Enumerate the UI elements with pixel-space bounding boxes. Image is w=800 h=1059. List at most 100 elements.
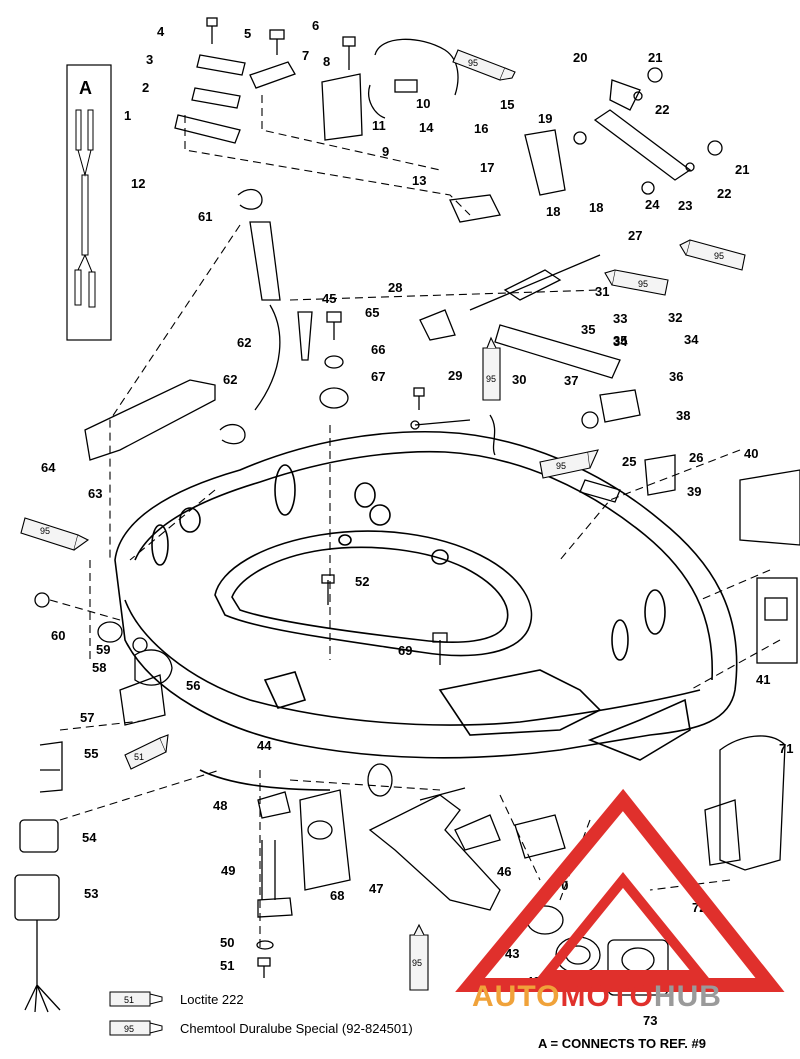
callout-69: 69 xyxy=(398,643,412,658)
assembly-lines xyxy=(49,95,781,950)
callout-71: 71 xyxy=(779,741,793,756)
callout-11: 11 xyxy=(372,118,386,133)
callout-62: 62 xyxy=(237,335,251,350)
tube-95: 95 xyxy=(679,239,746,271)
callout-61: 61 xyxy=(198,209,212,224)
callout-39: 39 xyxy=(687,484,701,499)
callout-18: 18 xyxy=(546,204,560,219)
callout-58: 58 xyxy=(92,660,106,675)
tube-code: 51 xyxy=(134,752,144,762)
callout-16: 16 xyxy=(474,121,488,136)
callout-33: 33 xyxy=(613,311,627,326)
callout-4: 4 xyxy=(157,24,165,39)
callout-50: 50 xyxy=(220,935,234,950)
callout-56: 56 xyxy=(186,678,200,693)
callout-22: 22 xyxy=(717,186,731,201)
watermark-part-3: HUB xyxy=(654,980,722,1013)
callout-32: 32 xyxy=(668,310,682,325)
legend-code: 95 xyxy=(124,1024,134,1034)
callout-24: 24 xyxy=(645,197,660,212)
tube-95: 95 xyxy=(482,336,501,401)
callout-29: 29 xyxy=(448,368,462,383)
legend-code: 51 xyxy=(124,995,134,1005)
callout-64: 64 xyxy=(41,460,56,475)
callout-52: 52 xyxy=(355,574,369,589)
callout-57: 57 xyxy=(80,710,94,725)
callout-21: 21 xyxy=(648,50,662,65)
watermark-text: AUTOMOTOHUB xyxy=(472,980,722,1013)
callout-45: 45 xyxy=(322,291,336,306)
callout-28: 28 xyxy=(388,280,402,295)
callout-34: 34 xyxy=(684,332,699,347)
callout-40: 40 xyxy=(744,446,758,461)
callout-51: 51 xyxy=(220,958,234,973)
callout-6: 6 xyxy=(312,18,319,33)
callout-73: 73 xyxy=(643,1013,657,1028)
callout-38: 38 xyxy=(676,408,690,423)
callout-37: 37 xyxy=(564,373,578,388)
callout-49: 49 xyxy=(221,863,235,878)
callout-5: 5 xyxy=(244,26,251,41)
lubricant-tubes: 95 95 95 95 95 95 95 51 xyxy=(20,49,746,991)
callout-31: 31 xyxy=(595,284,609,299)
callout-25: 25 xyxy=(622,454,636,469)
callout-35: 35 xyxy=(581,322,595,337)
callout-12: 12 xyxy=(131,176,145,191)
callout-23: 23 xyxy=(678,198,692,213)
tube-code: 95 xyxy=(556,461,566,471)
callout-27: 27 xyxy=(628,228,642,243)
callout-14: 14 xyxy=(419,120,434,135)
callout-48: 48 xyxy=(213,798,227,813)
legend-text: Chemtool Duralube Special (92-824501) xyxy=(180,1021,413,1036)
tube-code: 95 xyxy=(40,526,50,536)
callout-3: 3 xyxy=(146,52,153,67)
callout-59: 59 xyxy=(96,642,110,657)
tube-code: 95 xyxy=(468,58,478,68)
callout-60: 60 xyxy=(51,628,65,643)
tube-code: 95 xyxy=(412,958,422,968)
legend-text: Loctite 222 xyxy=(180,992,244,1007)
watermark-part-2: MOTO xyxy=(560,980,653,1013)
footnote: A = CONNECTS TO REF. #9 xyxy=(538,1036,706,1051)
callout-54: 54 xyxy=(82,830,97,845)
tube-code: 95 xyxy=(486,374,496,384)
callout-19: 19 xyxy=(538,111,552,126)
legend: 51 Loctite 222 95 Chemtool Duralube Spec… xyxy=(109,991,413,1036)
callout-44: 44 xyxy=(257,738,272,753)
callout-8: 8 xyxy=(323,54,330,69)
inset-a-wire-harness: A xyxy=(66,64,112,341)
callout-74: 74 xyxy=(0,0,15,3)
tube-95: 95 xyxy=(20,517,90,551)
callout-34: 34 xyxy=(613,334,628,349)
callout-15: 15 xyxy=(500,97,514,112)
callout-36: 36 xyxy=(669,369,683,384)
callout-9: 9 xyxy=(382,144,389,159)
small-parts xyxy=(14,17,800,1013)
legend-item-95: 95 Chemtool Duralube Special (92-824501) xyxy=(109,1020,413,1036)
callout-46: 46 xyxy=(497,864,511,879)
callout-47: 47 xyxy=(369,881,383,896)
callout-10: 10 xyxy=(416,96,430,111)
tube-51: 51 xyxy=(124,734,169,770)
callout-2: 2 xyxy=(142,80,149,95)
callout-55: 55 xyxy=(84,746,98,761)
callout-26: 26 xyxy=(689,450,703,465)
callout-68: 68 xyxy=(330,888,344,903)
tube-95: 95 xyxy=(409,923,429,991)
tube-code: 95 xyxy=(714,251,724,261)
callout-7: 7 xyxy=(302,48,309,63)
tube-95: 95 xyxy=(539,449,599,479)
callout-30: 30 xyxy=(512,372,526,387)
watermark-logo: AUTOMOTOHUB xyxy=(455,788,785,1013)
callout-21: 21 xyxy=(735,162,749,177)
lower-cowl-housing xyxy=(114,430,738,791)
callout-13: 13 xyxy=(412,173,426,188)
tube-95: 95 xyxy=(452,49,516,81)
callout-41: 41 xyxy=(756,672,770,687)
callout-65: 65 xyxy=(365,305,379,320)
callout-62: 62 xyxy=(223,372,237,387)
callout-17: 17 xyxy=(480,160,494,175)
callout-43: 43 xyxy=(505,946,519,961)
